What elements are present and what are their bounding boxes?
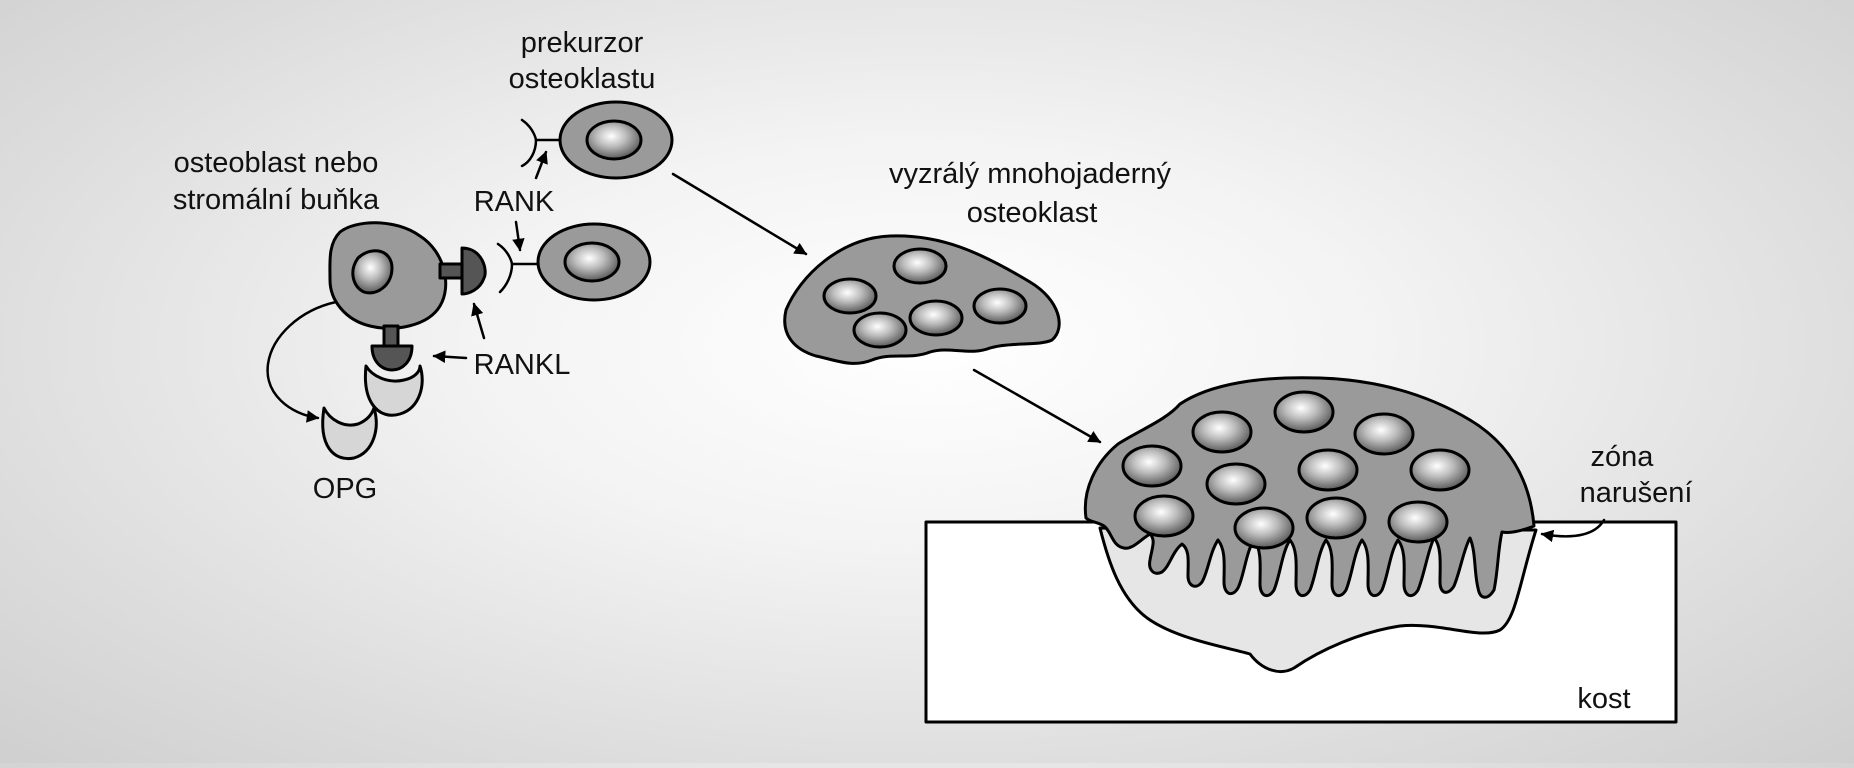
label-zone-1: zóna (1591, 441, 1655, 473)
mature-osteoclast (783, 234, 1061, 365)
label-bone: kost (1577, 683, 1630, 715)
label-rank: RANK (474, 186, 555, 218)
rankl-stalk-bottom (382, 324, 400, 348)
rankl-head-right (460, 246, 487, 296)
label-mature-1: vyzrálý mnohojaderný (889, 158, 1172, 190)
opg-free (321, 406, 378, 461)
label-precursor-1: prekurzor (521, 27, 644, 59)
rankl-stalk-right (438, 262, 464, 280)
precursor-cell-top (520, 100, 674, 180)
osteoblast-cell (266, 221, 487, 461)
label-osteoblast-1: osteoblast nebo (174, 147, 379, 179)
label-rankl: RANKL (474, 349, 571, 381)
label-opg: OPG (313, 473, 377, 505)
precursor-cell-bottom (496, 222, 652, 302)
label-precursor-2: osteoklastu (509, 63, 656, 95)
label-mature-2: osteoklast (967, 197, 1098, 229)
osteoblast-nucleus (351, 249, 394, 295)
label-osteoblast-2: stromální buňka (173, 184, 380, 216)
active-osteoclast (1083, 376, 1536, 599)
rankl-head-bottom (370, 344, 414, 372)
label-zone-2: narušení (1580, 477, 1693, 509)
opg-bound (363, 364, 424, 417)
